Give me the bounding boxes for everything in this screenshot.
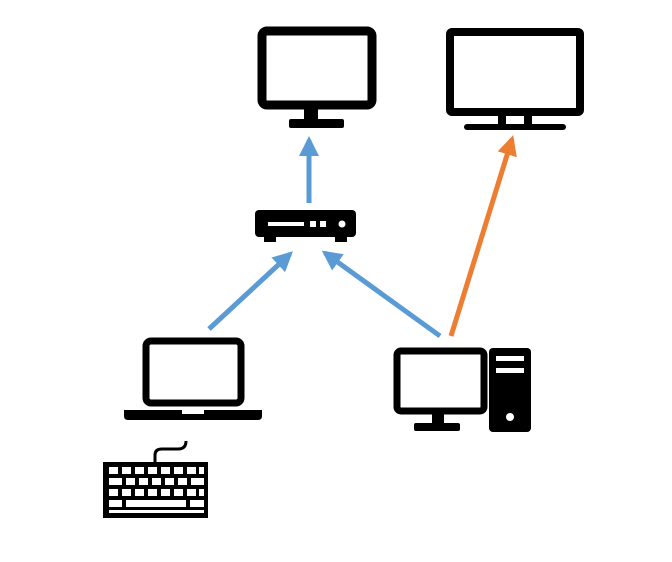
widescreen-monitor-icon bbox=[446, 28, 584, 130]
arrow-desktop-to-switch bbox=[321, 250, 442, 339]
keyboard-icon bbox=[103, 440, 208, 518]
laptop-icon bbox=[124, 337, 262, 420]
desktop-computer-icon bbox=[393, 347, 531, 432]
kvm-switch-icon bbox=[255, 210, 356, 242]
monitor-icon bbox=[257, 26, 377, 128]
keyboard-keys bbox=[109, 467, 204, 513]
arrow-laptop-to-switch bbox=[207, 251, 293, 331]
arrow-desktop-to-widescreen bbox=[448, 135, 517, 337]
